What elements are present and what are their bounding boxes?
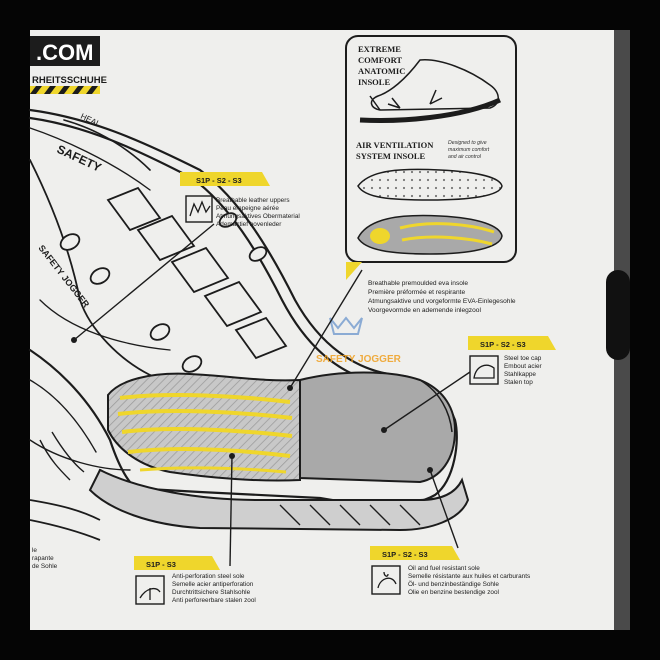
breathable-leather-icon (189, 200, 211, 217)
upper-callout: S1P - S2 - S3 Breathable leather uppers … (71, 172, 302, 343)
brand-domain: .COM (36, 40, 93, 65)
oil-resistant-icon (377, 571, 397, 589)
boot-laces (59, 186, 288, 373)
outsole-callout: S1P - S2 - S3 Oil and fuel resistant sol… (370, 467, 532, 596)
anti-perforation-sole-cutaway (107, 372, 301, 482)
toe-cap-text: Steel toe cap Embout acier Stahlkappe St… (504, 355, 543, 386)
toe-cap-badge: S1P - S2 - S3 (480, 340, 526, 349)
watermark-text: SAFETY JOGGER (316, 354, 402, 365)
left-fragment-text: le rapante de Sohle (32, 547, 58, 570)
anti-perforation-icon (139, 587, 161, 600)
hazard-stripe (30, 86, 100, 94)
design-note: Designed to give maximum comfort and air… (448, 140, 491, 160)
insole-top-view (357, 168, 503, 201)
upper-badge: S1P - S2 - S3 (196, 176, 242, 185)
brand-logo: .COM RHEITSSCHUHE (30, 36, 107, 94)
eva-insole-callout: Breathable premoulded eva insole Premièr… (287, 262, 517, 391)
foot-outline (370, 59, 499, 111)
insole-air-channels (399, 222, 495, 246)
outsole-badge: S1P - S2 - S3 (382, 550, 428, 559)
anti-perforation-text: Anti-perforation steel sole Semelle acie… (172, 573, 256, 604)
toe-cap-callout: S1P - S2 - S3 Steel toe cap Embout acier… (381, 336, 556, 433)
outsole-shape (29, 431, 470, 541)
insole-title: EXTREME COMFORT ANATOMIC INSOLE (358, 44, 408, 87)
box-slot (606, 270, 630, 360)
ventilation-title: AIR VENTILATION SYSTEM INSOLE (356, 140, 436, 161)
watermark-logo: SAFETY JOGGER (316, 316, 402, 365)
steel-toe-cap-shape (299, 371, 457, 484)
upper-text: Breathable leather uppers Peau empeigne … (216, 197, 302, 228)
insole-panel: EXTREME COMFORT ANATOMIC INSOLE AIR VENT… (345, 35, 517, 263)
heel-pad (370, 228, 390, 244)
air-arrows-icon (369, 89, 443, 111)
insole-profile (359, 97, 502, 123)
anti-perforation-callout: S1P - S3 Anti-perforation steel sole Sem… (134, 453, 256, 605)
eva-insole-text: Breathable premoulded eva insole Premièr… (368, 280, 517, 314)
anti-perforation-badge: S1P - S3 (146, 560, 176, 569)
outsole-text: Oil and fuel resistant sole Semelle rési… (408, 565, 532, 596)
paper-sheet (30, 30, 630, 630)
brand-subtitle: RHEITSSCHUHE (32, 75, 107, 86)
steel-toe-cap-icon (473, 364, 495, 379)
